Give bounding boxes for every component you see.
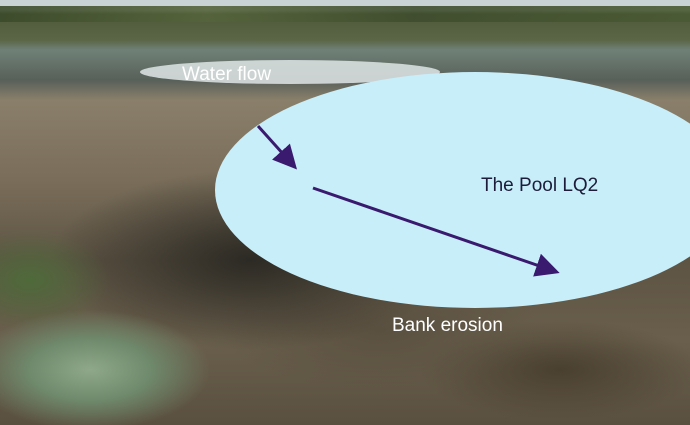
tree-line (0, 6, 690, 22)
water-flow-arrow (256, 124, 298, 170)
pool-ellipse (215, 72, 690, 308)
bank-erosion-label: Bank erosion (392, 315, 503, 336)
flow-direction-arrow (312, 186, 560, 277)
water-flow-label: Water flow (182, 64, 272, 85)
pool-label: The Pool LQ2 (481, 175, 599, 196)
